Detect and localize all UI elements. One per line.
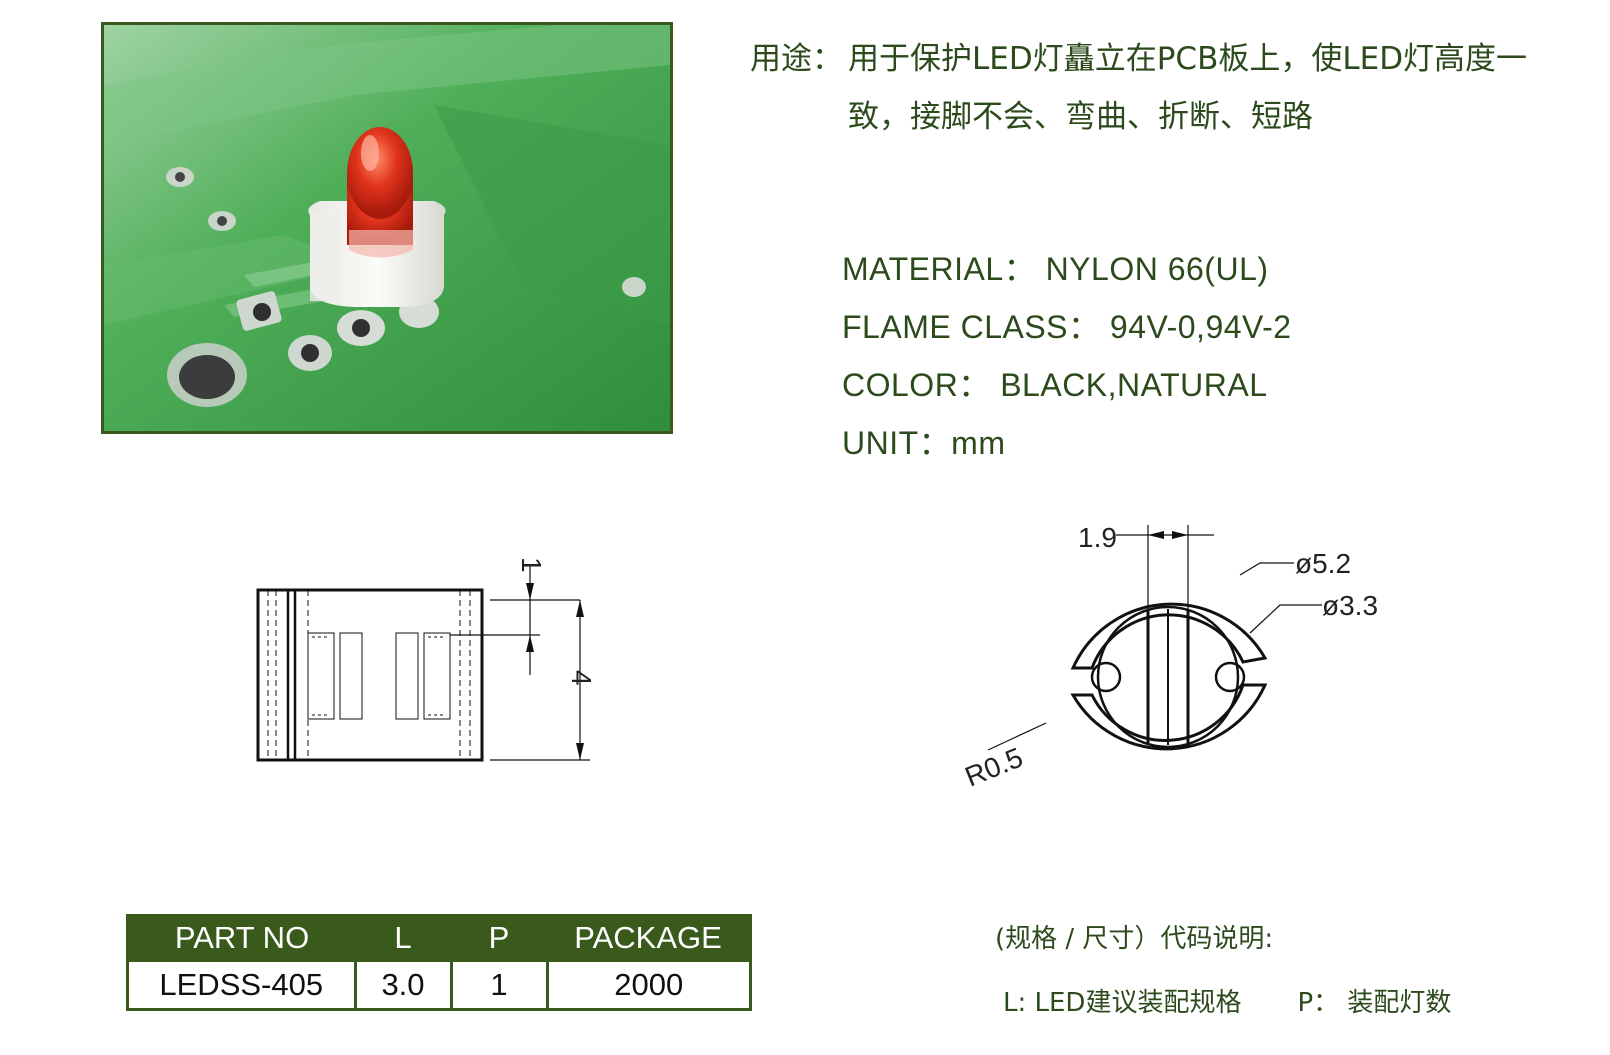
- header-package: PACKAGE: [547, 915, 751, 961]
- usage-line-1: 用途：用于保护LED灯矗立在PCB板上，使LED灯高度一: [750, 30, 1600, 88]
- part-table: PART NO L P PACKAGE LEDSS-405 3.0 1 2000: [126, 914, 752, 1011]
- spec-flame-class: FLAME CLASS： 94V-0,94V-2: [842, 298, 1292, 356]
- header-p: P: [451, 915, 547, 961]
- side-view-outline: [256, 588, 484, 762]
- dim-height-label: 4: [566, 670, 597, 686]
- cell-part-no: LEDSS-405: [126, 959, 357, 1011]
- spec-list: MATERIAL： NYLON 66(UL) FLAME CLASS： 94V-…: [842, 240, 1292, 472]
- legend-l: L: LED建议装配规格: [1003, 988, 1242, 1018]
- spec-value: mm: [951, 425, 1006, 461]
- spec-key: MATERIAL：: [842, 251, 1037, 287]
- spec-value: 94V-0,94V-2: [1100, 309, 1292, 345]
- spec-key: COLOR：: [842, 367, 991, 403]
- dim-width-label: 1.9: [1078, 525, 1117, 553]
- spec-value: NYLON 66(UL): [1036, 251, 1269, 287]
- header-l: L: [355, 915, 451, 961]
- code-legend: L: LED建议装配规格 P： 装配灯数: [1003, 982, 1451, 1019]
- table-row: LEDSS-405 3.0 1 2000: [126, 959, 752, 1011]
- legend-p: P： 装配灯数: [1297, 988, 1452, 1018]
- usage-label: 用途：: [750, 41, 843, 77]
- spec-material: MATERIAL： NYLON 66(UL): [842, 240, 1292, 298]
- dim-top-label: 1: [516, 557, 547, 573]
- outer-ring-lower: [1070, 683, 1268, 751]
- spec-key: UNIT：: [842, 425, 952, 461]
- spec-unit: UNIT：mm: [842, 414, 1292, 472]
- dim-radius-label: R0.5: [961, 742, 1027, 793]
- cell-package: 2000: [545, 959, 752, 1011]
- usage-text-line-2: 致，接脚不会、弯曲、折断、短路: [848, 99, 1313, 135]
- code-explanation-title: (规格 / 尺寸）代码说明:: [995, 924, 1274, 954]
- dim-inner-label: ø3.3: [1322, 590, 1378, 621]
- product-photo-image: [104, 25, 670, 431]
- side-view-drawing: 1 4: [256, 557, 597, 762]
- usage-description: 用途：用于保护LED灯矗立在PCB板上，使LED灯高度一 致，接脚不会、弯曲、折…: [750, 30, 1600, 146]
- part-table-header: PART NO L P PACKAGE: [127, 915, 751, 961]
- outer-ring-upper: [1070, 602, 1268, 670]
- usage-text-line-1: 用于保护LED灯矗立在PCB板上，使LED灯高度一: [848, 41, 1528, 77]
- spec-color: COLOR： BLACK,NATURAL: [842, 356, 1292, 414]
- dim-outer-label: ø5.2: [1295, 548, 1351, 579]
- header-part-no: PART NO: [127, 915, 355, 961]
- spec-value: BLACK,NATURAL: [990, 367, 1268, 403]
- cell-l: 3.0: [353, 959, 453, 1011]
- product-photo: [101, 22, 673, 434]
- top-view-drawing: 1.9 ø5.2 ø3.3 R0.5: [961, 525, 1378, 793]
- cell-p: 1: [449, 959, 549, 1011]
- spec-key: FLAME CLASS：: [842, 309, 1101, 345]
